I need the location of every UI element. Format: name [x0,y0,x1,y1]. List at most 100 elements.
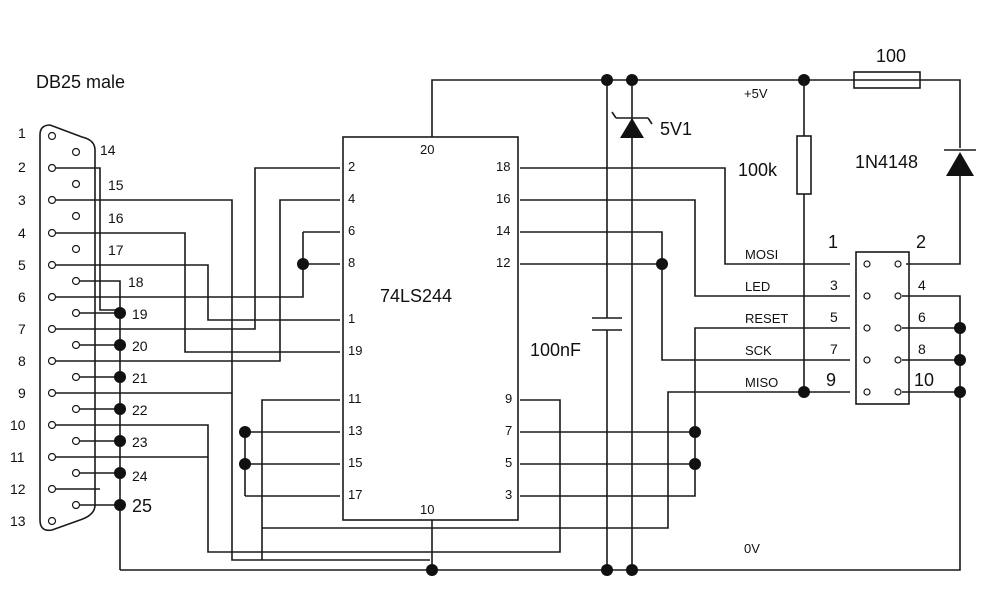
junction-dot [114,339,126,351]
header-pin [894,388,902,396]
db25-pin-hole [71,276,81,286]
ic-pin-label: 5 [505,455,512,470]
header-pin-label: 3 [830,277,838,293]
wire [261,399,340,560]
header-pin [894,260,902,268]
wire [56,264,340,321]
junction-dot [626,74,638,86]
db25-pin-label: 25 [132,496,152,516]
ic-pin-label: 7 [505,423,512,438]
ic-pin-label: 19 [348,343,362,358]
signal-label: SCK [745,343,772,358]
junction-dot [626,564,638,576]
db25-pin-hole [71,244,81,254]
junction-dot [114,435,126,447]
db25-pin-label: 16 [108,210,124,226]
db25-pin-label: 18 [128,274,144,290]
ic-pin-label: 6 [348,223,355,238]
gnd-label: 0V [744,541,760,556]
zener-symbol [620,118,644,138]
header-pin [863,260,871,268]
gnd-rail [120,390,961,571]
connector-title: DB25 male [36,72,125,92]
header-pin-label: 1 [828,232,838,252]
junction-dot [798,386,810,398]
db25-pin-hole [47,195,57,205]
db25-pin-label: 2 [18,159,26,175]
diode-symbol [946,152,974,176]
db25-pin-hole [47,260,57,270]
vcc-label: +5V [744,86,768,101]
wire [56,167,120,311]
junction-dot [114,307,126,319]
db25-pin-label: 22 [132,402,148,418]
junction-dot [656,258,668,270]
header-pin-label: 7 [830,341,838,357]
db25-junctions [114,307,126,511]
header-pin [894,324,902,332]
zener-diode [611,111,653,138]
header-pin [863,356,871,364]
ic-pin-label: 4 [348,191,355,206]
db25-top-pin-labels: 1 2 3 4 5 6 7 8 9 10 11 12 13 [10,125,26,529]
header-pin-label: 2 [916,232,926,252]
header-pin-label: 4 [918,277,926,293]
pullup-label: 100k [738,160,778,180]
ic-pin-label: 9 [505,391,512,406]
header-pin-label: 6 [918,309,926,325]
ic-pin-label: 14 [496,223,510,238]
db25-pin-hole [47,292,57,302]
ic-pin-label: 15 [348,455,362,470]
ic-left-pin-labels: 2 4 6 8 1 19 11 13 15 17 [348,159,362,502]
db25-pin-holes [47,131,81,526]
wire [906,176,961,265]
header-pin-label: 10 [914,370,934,390]
header-gnd-wires [902,295,966,398]
ic-pin-label: 20 [420,142,434,157]
db25-pin-label: 24 [132,468,148,484]
header-pin [894,292,902,300]
junction-dot [114,499,126,511]
db25-pin-hole [47,228,57,238]
ic-pin-label: 17 [348,487,362,502]
wire [56,232,340,353]
signal-label: MOSI [745,247,778,262]
junction-dot [601,564,613,576]
header-pin-label: 9 [826,370,836,390]
wire [520,231,850,361]
wire [520,167,850,265]
header-even-pin-labels: 2 4 6 8 10 [914,232,934,390]
header-pin [863,292,871,300]
junction-dot [601,74,613,86]
junction-dot [239,426,251,438]
db25-pin-label: 15 [108,177,124,193]
junction-dot [114,467,126,479]
db25-pin-hole [71,340,81,350]
db25-pin-hole [71,147,81,157]
series-resistor [853,71,921,89]
junction-dot [954,354,966,366]
db25-pin-hole [47,356,57,366]
capacitor-symbol [592,317,622,331]
ic-pin-label: 10 [420,502,434,517]
ic-right-pin-labels: 18 16 14 12 9 7 5 3 [496,159,512,502]
zener-label: 5V1 [660,119,692,139]
ic-left-wires [244,231,340,560]
db25-pin-hole [47,163,57,173]
ic-pin-label: 3 [505,487,512,502]
db25-wires [56,167,561,570]
db25-pin-label: 19 [132,306,148,322]
db25-pin-hole [47,420,57,430]
wire [56,399,561,553]
db25-bottom-pin-labels: 14 15 16 17 18 19 20 21 22 23 24 25 [100,142,152,516]
db25-pin-hole [47,452,57,462]
db25-pin-label: 5 [18,257,26,273]
db25-pin-hole [71,468,81,478]
db25-pin-label: 17 [108,242,124,258]
db25-pin-label: 3 [18,192,26,208]
header-pin [894,356,902,364]
db25-pin-label: 13 [10,513,26,529]
db25-pin-hole [71,404,81,414]
db25-pin-hole [71,308,81,318]
